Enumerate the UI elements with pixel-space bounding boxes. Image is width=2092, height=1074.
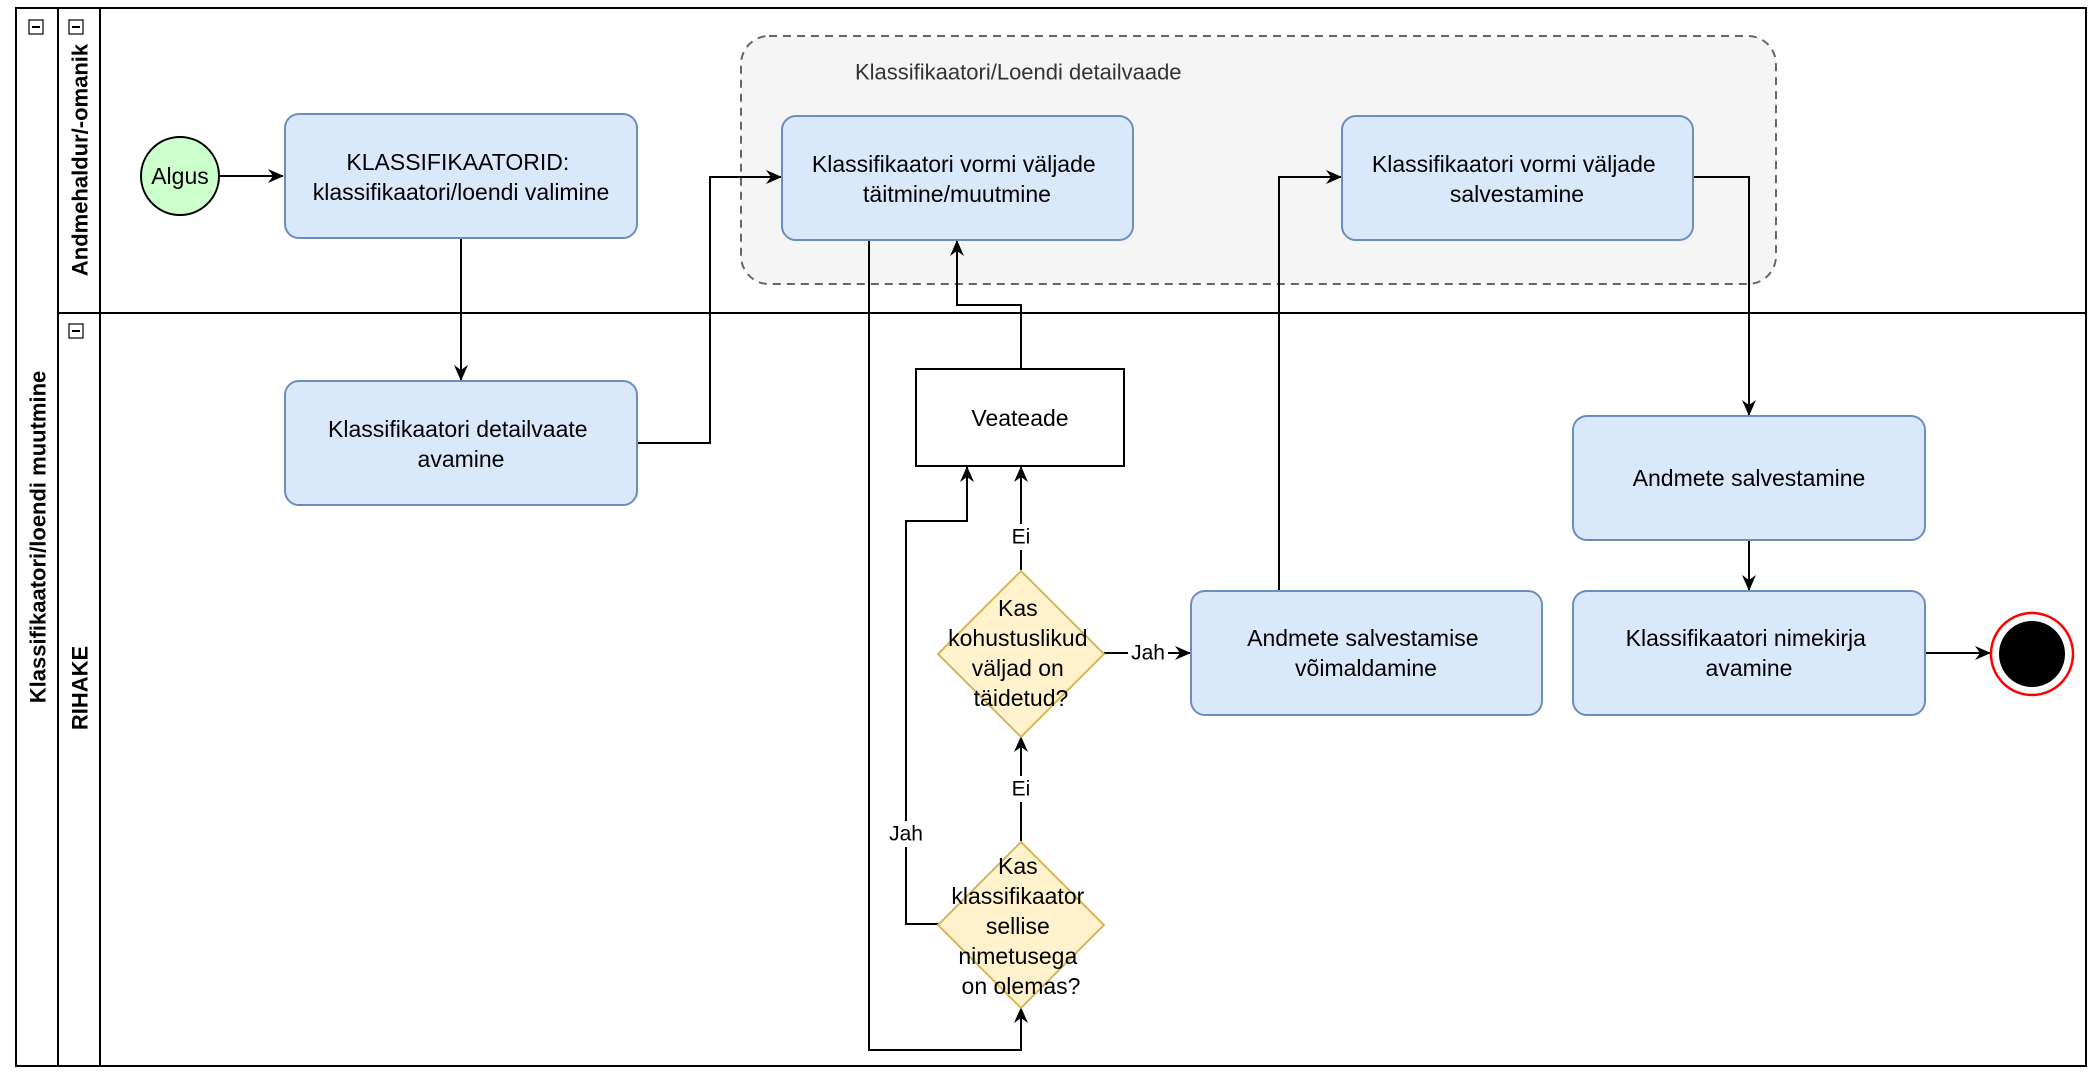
edge-label-g2-no: Ei	[1007, 776, 1035, 802]
edge-label-g1-no: Ei	[1007, 524, 1035, 550]
edge-g2-t5	[905, 466, 974, 925]
lane-title-rihake: RIHAKE	[68, 646, 93, 730]
pool-title: Klassifikaatori/loendi muutmine	[26, 371, 51, 704]
task-error-message[interactable]: Veateade	[915, 368, 1125, 467]
task-form-save[interactable]: Klassifikaatori vormi väljade salvestami…	[1341, 115, 1694, 241]
lane-collapse-toggle-andmehaldur[interactable]	[68, 19, 84, 35]
task-form-fill[interactable]: Klassifikaatori vormi väljade täitmine/m…	[781, 115, 1134, 241]
gateway-required-fields[interactable]: Kas kohustuslikud väljad on täidetud?	[936, 569, 1106, 739]
svg-text:Andmete salvestamise või: Andmete salvestamise võimaldamine	[1247, 617, 1485, 681]
svg-text:Veateade: Veateade	[971, 405, 1068, 431]
edge-label-g2-yes: Jah	[886, 821, 926, 847]
svg-text:KLASSIFIKAATORID: klassi: KLASSIFIKAATORID: klassifikaatori/loendi…	[313, 141, 610, 205]
svg-text:Jah: Jah	[889, 823, 923, 846]
edge-t3-t6	[1694, 176, 1756, 416]
group-title: Klassifikaatori/Loendi detailvaade	[855, 60, 1182, 85]
edge-label-g1-yes: Jah	[1128, 640, 1168, 666]
lane-collapse-toggle-rihake[interactable]	[68, 323, 84, 339]
svg-text:Klassifikaatori vormi väljade: Klassifikaatori vormi väljade salvestami…	[1372, 143, 1662, 207]
gateway-classifier-exists[interactable]: Kas klassifikaator sellise nimetusega on…	[936, 840, 1106, 1010]
svg-text:Kas kohustuslikud: Kas kohustuslikud väljad on täidetud?	[948, 587, 1094, 711]
svg-text:Ei: Ei	[1012, 778, 1031, 801]
task-enable-save[interactable]: Andmete salvestamise võimaldamine	[1190, 590, 1543, 716]
task-open-detail-view[interactable]: Klassifikaatori detailvaate avamine	[284, 380, 638, 506]
svg-text:Kas klassifikaator: Kas klassifikaator sellise nimetusega on…	[951, 845, 1090, 999]
pool-collapse-toggle[interactable]	[28, 19, 44, 35]
svg-text:Klassifikaatori vormi väljade: Klassifikaatori vormi väljade täitmine/m…	[812, 143, 1102, 207]
edge-t4-t2	[637, 170, 782, 444]
task-open-list[interactable]: Klassifikaatori nimekirja avamine	[1572, 590, 1926, 716]
edge-t7-t3	[1278, 170, 1342, 590]
svg-text:Klassifikaatori nimekirja: Klassifikaatori nimekirja avamine	[1626, 617, 1873, 681]
task-data-save[interactable]: Andmete salvestamine	[1572, 415, 1926, 541]
svg-text:Ei: Ei	[1012, 526, 1031, 549]
edge-t5-t2	[950, 240, 1022, 368]
svg-text:Andmete salvestamine: Andmete salvestamine	[1633, 465, 1866, 491]
edge-t2-g2	[868, 240, 1028, 1051]
svg-text:Klassifikaatori detailvaate: Klassifikaatori detailvaate avamine	[328, 408, 594, 472]
start-event[interactable]: Algus	[140, 136, 220, 216]
svg-text:Jah: Jah	[1131, 642, 1165, 665]
start-event-label: Algus	[151, 163, 209, 189]
edges	[219, 169, 1991, 1051]
task-classifier-selection[interactable]: KLASSIFIKAATORID: klassifikaatori/loendi…	[284, 113, 638, 239]
lane-title-andmehaldur: Andmehaldur/-omanik	[68, 43, 93, 276]
end-event[interactable]	[1989, 611, 2075, 697]
